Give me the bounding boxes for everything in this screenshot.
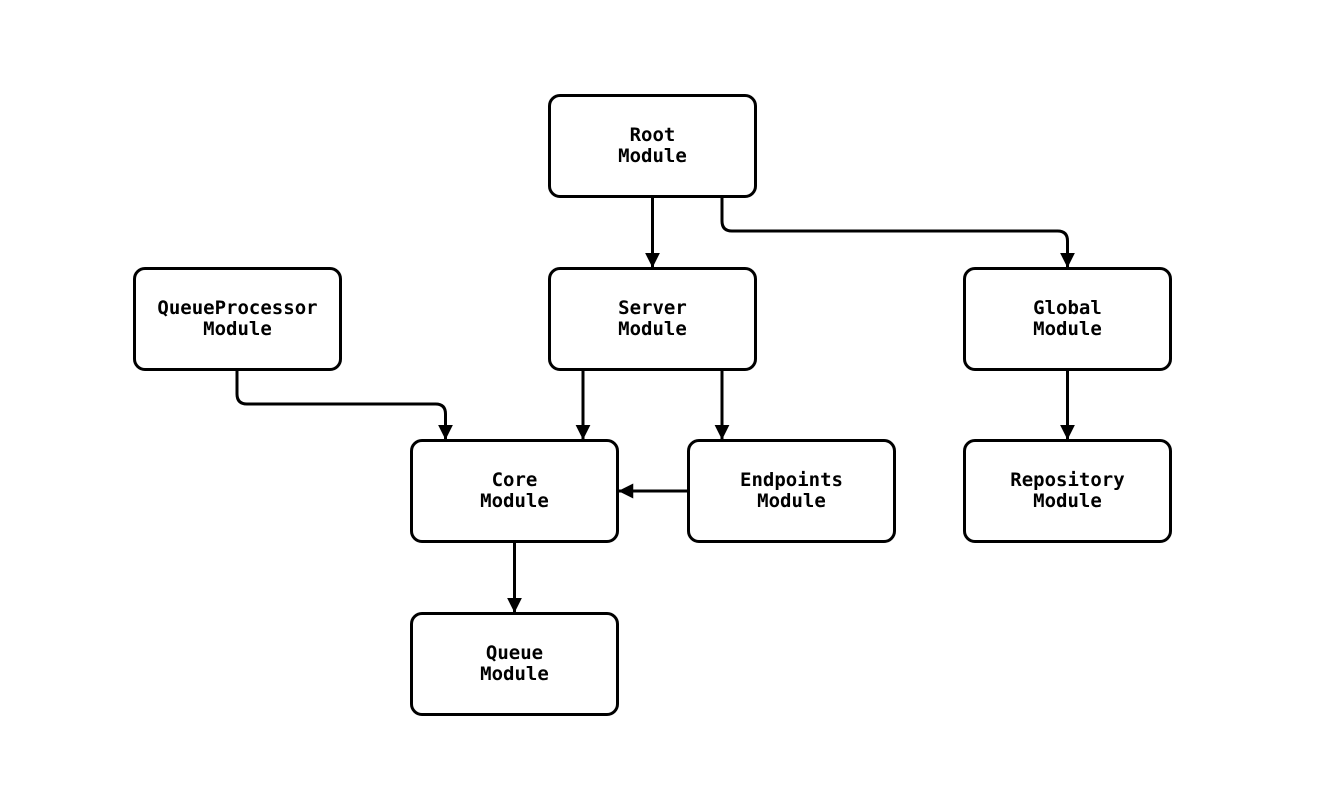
node-label-queue: Queue Module bbox=[480, 642, 549, 685]
node-label-queueprocessor: QueueProcessor Module bbox=[157, 297, 318, 340]
node-label-server: Server Module bbox=[618, 297, 687, 340]
diagram-node-root: Root Module bbox=[548, 94, 757, 198]
node-label-endpoints: Endpoints Module bbox=[740, 469, 843, 512]
edge-queueprocessor-to-core bbox=[235, 369, 453, 441]
diagram-node-core: Core Module bbox=[410, 439, 619, 543]
edge-root-to-global bbox=[720, 196, 1075, 269]
node-label-core: Core Module bbox=[480, 469, 549, 512]
diagram-node-endpoints: Endpoints Module bbox=[687, 439, 896, 543]
node-label-root: Root Module bbox=[618, 124, 687, 167]
edges-group bbox=[235, 196, 1075, 614]
diagram-node-queue: Queue Module bbox=[410, 612, 619, 716]
node-label-global: Global Module bbox=[1033, 297, 1102, 340]
diagram-node-queueprocessor: QueueProcessor Module bbox=[133, 267, 342, 371]
diagram-node-repository: Repository Module bbox=[963, 439, 1172, 543]
node-label-repository: Repository Module bbox=[1010, 469, 1125, 512]
diagram-node-global: Global Module bbox=[963, 267, 1172, 371]
diagram-node-server: Server Module bbox=[548, 267, 757, 371]
